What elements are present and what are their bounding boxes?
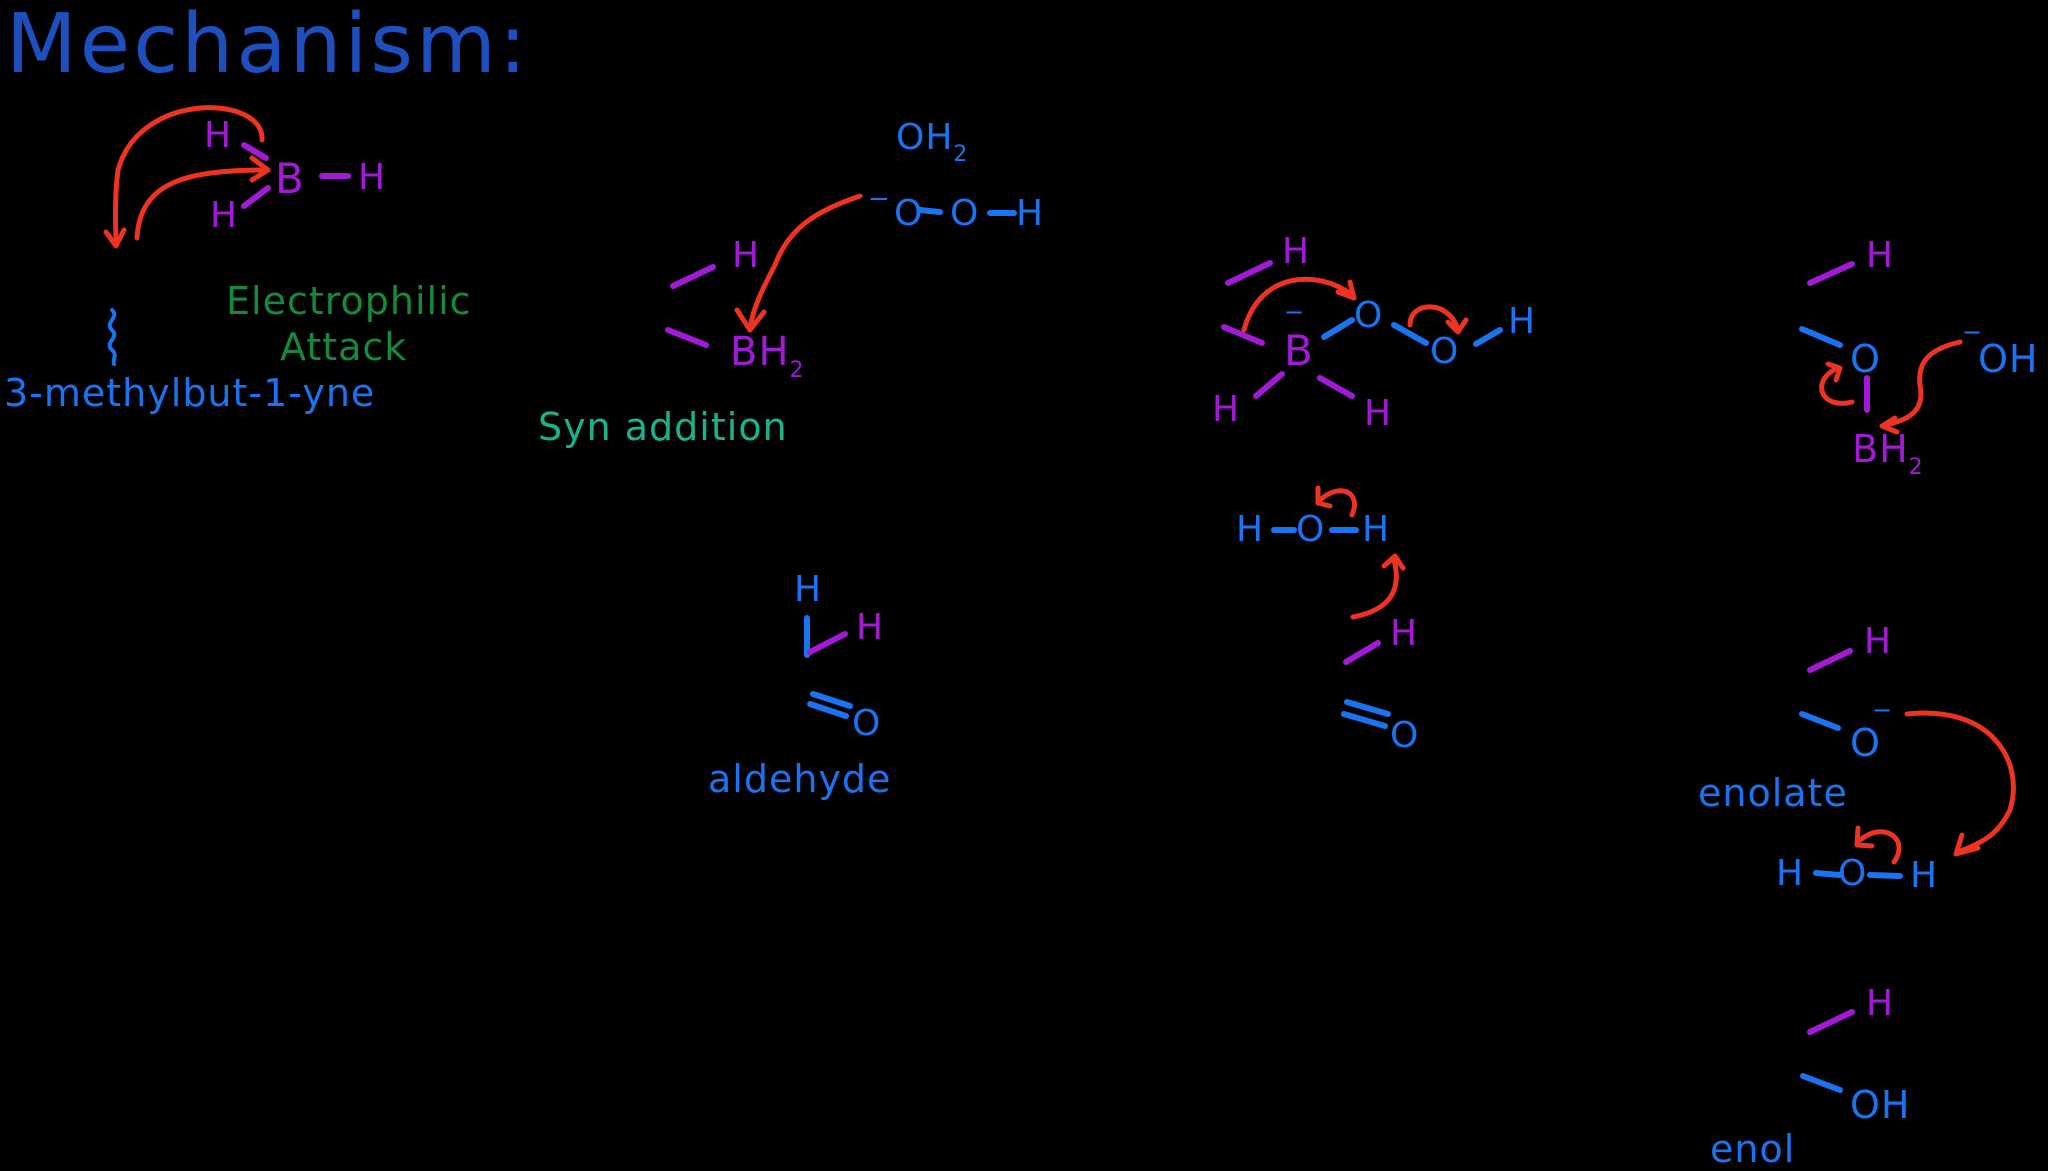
enolate-label: enolate [1698,771,1848,815]
enolate-water-h2: H [1910,855,1939,896]
aldehyde-label: aldehyde [708,757,892,801]
annotation-attack: Attack [280,325,408,369]
enol-oh: OH [1850,1083,1911,1127]
step2-boron-sub: 2 [789,358,805,383]
enolate-vinyl-h: H [1864,621,1893,662]
step3-charge-icon: − [1284,298,1306,326]
step3-o2: O [1430,331,1460,372]
water-sub: 2 [953,142,969,167]
step3-h: H [1508,301,1537,342]
step4-boron-text: BH [1852,427,1909,471]
aldehyde-bonds [804,615,853,719]
tautomer-bonds [1271,527,1391,729]
step1-arrows [103,105,271,249]
enolate-charge-icon: − [1872,696,1894,724]
step3-o1: O [1354,295,1384,336]
peroxide-charge-icon: − [868,184,891,214]
step4-bonds [1799,261,1870,413]
peroxide-h: H [1016,193,1045,234]
step4-arrows [1819,339,1963,435]
step3-bonds [1221,260,1503,399]
wavy-bond-icon [107,308,117,366]
step2-boron: BH2 [730,329,805,382]
enol-bonds [1800,1009,1855,1093]
step3-vinyl-h: H [1282,231,1311,272]
step4-vinyl-h: H [1866,235,1895,276]
page-title: Mechanism: [6,0,530,92]
enolate-water-h1: H [1776,853,1805,894]
hydroxide: OH [1978,337,2039,381]
enolate-oxygen: O [1850,721,1881,765]
water-text: OH [896,117,954,158]
bh3-h-right: H [358,157,387,198]
enol-vinyl-h: H [1866,983,1895,1024]
aldehyde-oxygen: O [852,703,882,744]
peroxide-o2: O [950,193,980,234]
annotation-electrophilic: Electrophilic [226,279,472,323]
bh3-boron: B [275,154,305,203]
hydroxide-charge-icon: − [1962,318,1984,346]
water-molecule: OH2 [896,117,968,166]
aldehyde-top-h: H [794,569,823,610]
step4-boron: BH2 [1852,427,1924,479]
substrate-name: 3-methylbut-1-yne [4,371,376,415]
step4-oxygen: O [1850,337,1881,381]
enolate-water-o: O [1838,853,1868,894]
step3-boron-h-right: H [1364,393,1393,434]
peroxide-o1: O [894,193,924,234]
tautomer-vinyl-h: H [1390,613,1419,654]
tautomer-water-h1: H [1236,509,1265,550]
tautomer-arrows [1315,485,1406,620]
bh3-h-top: H [204,115,233,156]
step3-arrows [1241,276,1469,335]
bh3-h-bottom: H [210,195,239,236]
enol-label: enol [1710,1127,1796,1171]
tautomer-water-o: O [1296,509,1326,550]
aldehyde-new-h: H [856,607,885,648]
bh3-bonds [241,142,351,209]
enolate-bonds [1799,648,1903,879]
step2-arrow [734,193,863,333]
step4-boron-sub: 2 [1908,455,1924,480]
enolate-arrows [1854,710,2016,865]
annotation-syn-addition: Syn addition [538,405,788,449]
tautomer-oxygen: O [1390,715,1420,756]
step2-boron-text: BH [730,329,790,375]
step2-vinyl-h: H [732,235,761,276]
step2-bonds [665,207,1017,348]
step3-boron-h-left: H [1212,389,1241,430]
tautomer-water-h2: H [1362,509,1391,550]
step3-boron: B [1284,326,1314,375]
